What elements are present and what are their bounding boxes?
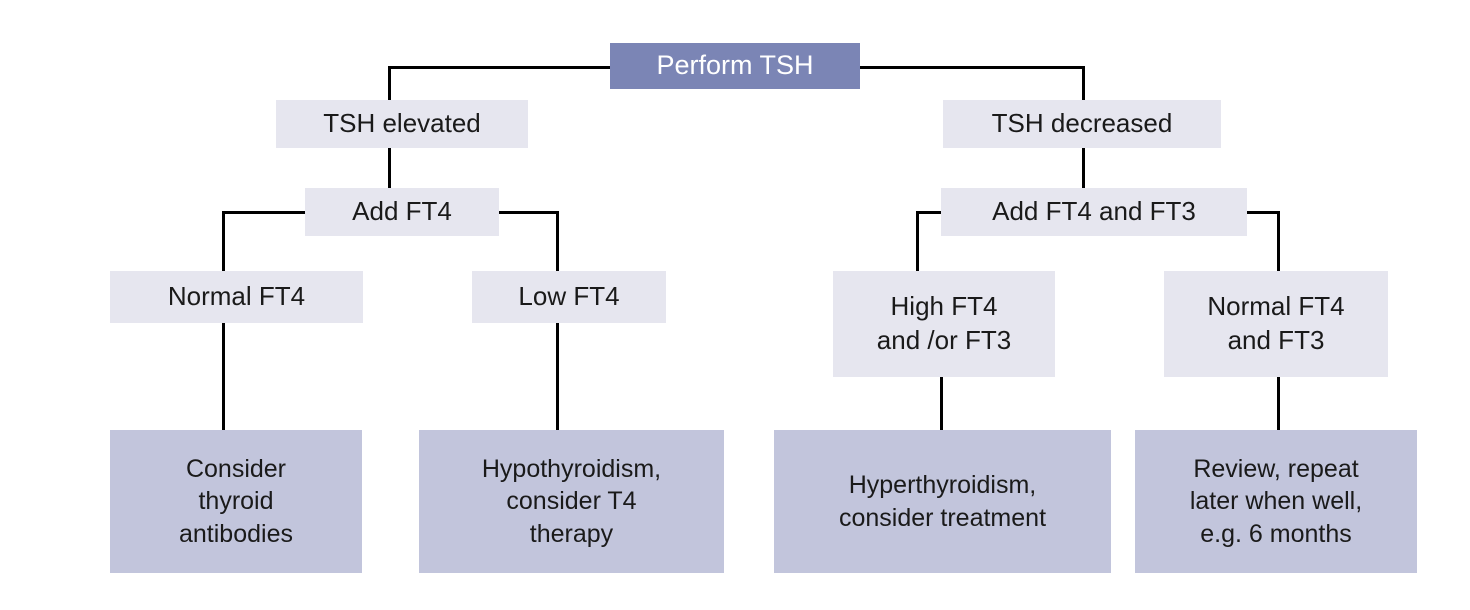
node-normal-ft4-and-ft3[interactable]: Normal FT4 and FT3 xyxy=(1164,271,1388,377)
node-normal-ft4[interactable]: Normal FT4 xyxy=(110,271,363,323)
connector-right-branch-to-test xyxy=(1082,148,1085,188)
node-perform-tsh[interactable]: Perform TSH xyxy=(610,43,860,89)
connector-left-branch-to-test xyxy=(388,148,391,188)
node-add-ft4[interactable]: Add FT4 xyxy=(305,188,499,236)
node-consider-thyroid-antibodies[interactable]: Consider thyroid antibodies xyxy=(110,430,362,573)
connector-low-ft4-to-hypothyroidism xyxy=(556,323,559,431)
node-tsh-elevated[interactable]: TSH elevated xyxy=(276,100,528,148)
connector-root-to-left-branch xyxy=(388,66,391,101)
connector-high-ft4-to-hyperthyroidism xyxy=(940,377,943,431)
connector-normal-ft4-ft3-to-review xyxy=(1277,377,1280,431)
node-tsh-decreased[interactable]: TSH decreased xyxy=(943,100,1221,148)
connector-right-test-to-normal xyxy=(1277,211,1280,273)
connector-right-test-to-high xyxy=(916,211,919,273)
node-hypothyroidism-consider-t4[interactable]: Hypothyroidism, consider T4 therapy xyxy=(419,430,724,573)
node-high-ft4-and-or-ft3[interactable]: High FT4 and /or FT3 xyxy=(833,271,1055,377)
node-add-ft4-and-ft3[interactable]: Add FT4 and FT3 xyxy=(941,188,1247,236)
connector-left-test-to-normal xyxy=(222,211,225,273)
node-hyperthyroidism-consider-treatment[interactable]: Hyperthyroidism, consider treatment xyxy=(774,430,1111,573)
node-low-ft4[interactable]: Low FT4 xyxy=(472,271,666,323)
node-review-repeat-later[interactable]: Review, repeat later when well, e.g. 6 m… xyxy=(1135,430,1417,573)
connector-root-to-right-branch xyxy=(1082,66,1085,101)
connector-normal-ft4-to-antibodies xyxy=(222,323,225,431)
connector-left-test-to-low xyxy=(556,211,559,273)
